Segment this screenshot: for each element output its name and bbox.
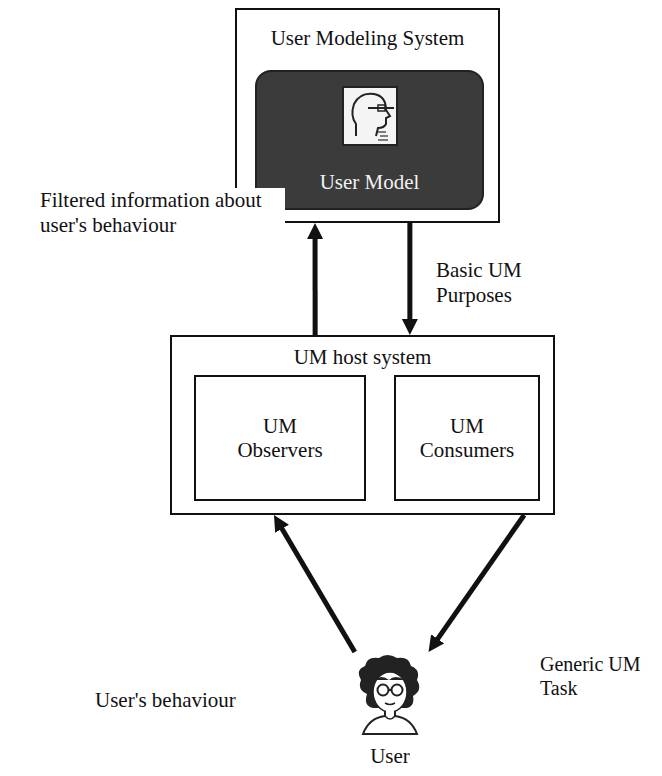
- component-box: UM Observers: [194, 375, 366, 501]
- arrow-connector: [407, 223, 412, 329]
- user-model-icon: [342, 86, 398, 146]
- edge-label: Generic UM Task: [540, 652, 658, 700]
- node-text: UM host system: [294, 345, 432, 369]
- node-text: User Model: [320, 170, 420, 194]
- node-text: UM Consumers: [412, 414, 522, 462]
- edge-label: Filtered information about user's behavi…: [40, 188, 285, 238]
- arrow-connector: [313, 229, 318, 335]
- node-text: User Modeling System: [271, 26, 465, 50]
- node-text: UM Observers: [225, 414, 335, 462]
- arrow-connector: [277, 520, 355, 652]
- arrow-connector: [432, 515, 524, 647]
- component-box: UM Consumers: [394, 375, 540, 501]
- node-text: User: [370, 744, 410, 768]
- edge-label: Basic UM Purposes: [436, 258, 561, 308]
- edge-label: User's behaviour: [95, 688, 285, 713]
- user-figure: [345, 654, 435, 736]
- user-model-box: User Model: [255, 70, 484, 210]
- user-actor: User: [335, 652, 445, 770]
- host-box: UM Observers UM Consumers UM host system: [170, 335, 555, 515]
